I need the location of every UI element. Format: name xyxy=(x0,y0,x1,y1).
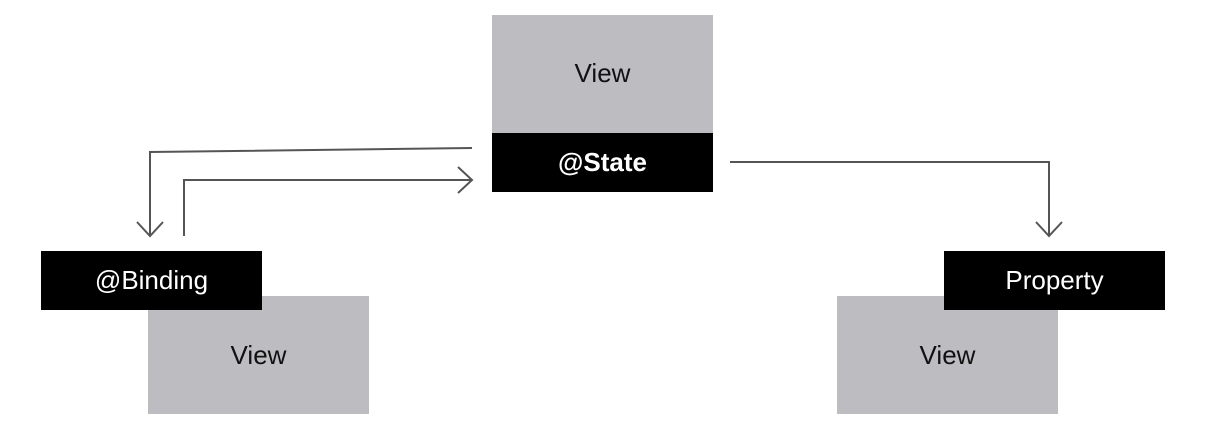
state-to-binding-arrowhead xyxy=(136,221,164,238)
center-view-label: View xyxy=(574,57,631,88)
binding-label: @Binding xyxy=(94,265,209,295)
binding-to-state-arrowhead xyxy=(457,166,474,194)
right-view-box: View xyxy=(837,296,1058,414)
state-to-binding-line xyxy=(149,147,473,236)
state-label-box: @State xyxy=(492,133,713,192)
state-label: @State xyxy=(558,147,647,177)
state-to-property-line xyxy=(730,161,1050,236)
binding-to-state-line xyxy=(183,179,472,236)
binding-label-box: @Binding xyxy=(41,251,262,310)
property-label: Property xyxy=(1005,265,1104,295)
center-view-box: View xyxy=(492,15,713,133)
property-label-box: Property xyxy=(944,251,1165,310)
state-to-property-arrowhead xyxy=(1035,221,1063,238)
right-view-label: View xyxy=(919,339,976,370)
left-view-box: View xyxy=(148,296,369,414)
left-view-label: View xyxy=(230,339,287,370)
